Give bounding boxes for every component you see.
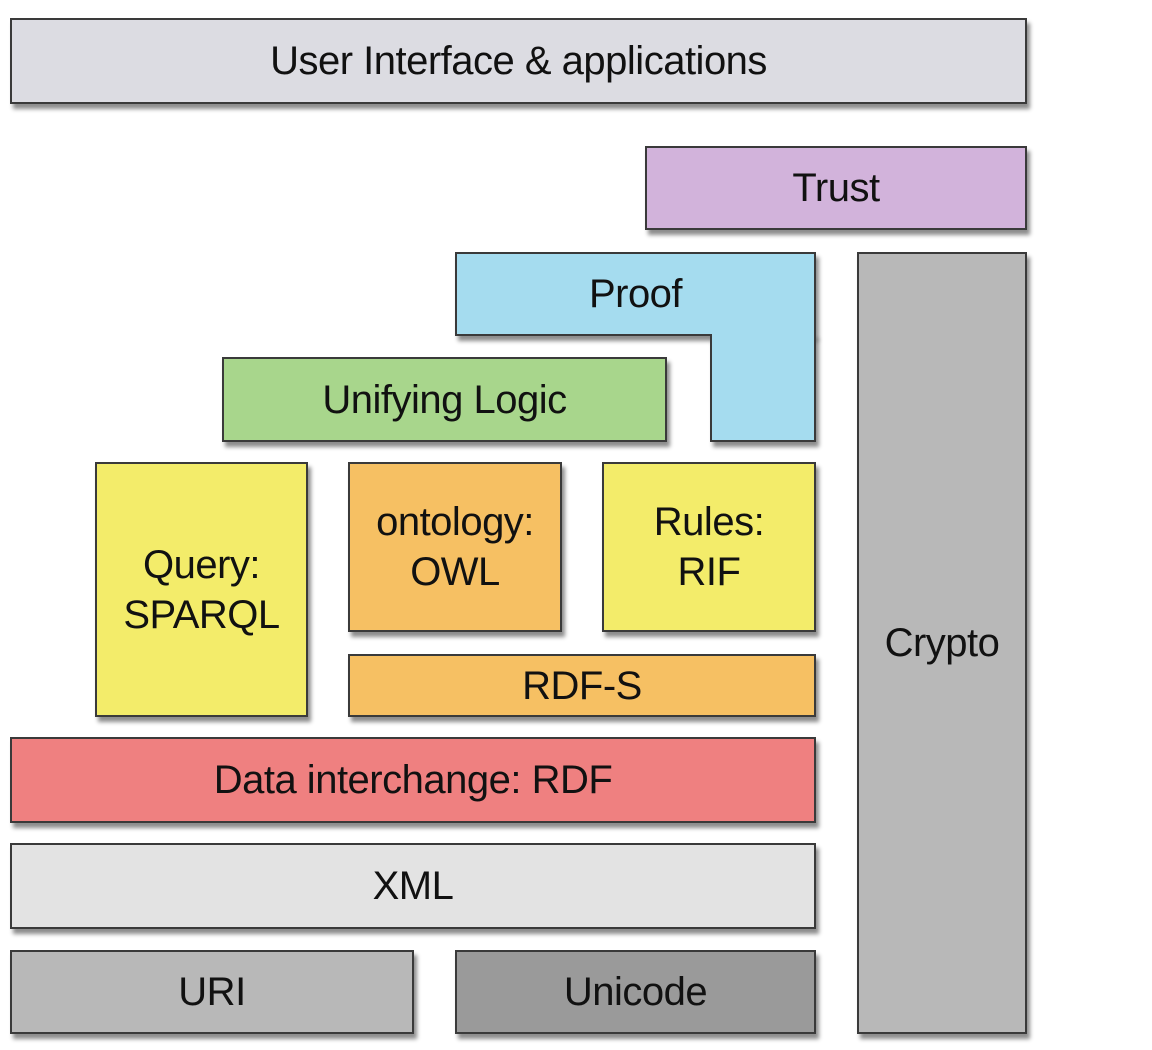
trust-label: Trust [792,166,880,210]
trust-layer: Trust [645,146,1027,230]
query-label-line2: SPARQL [123,592,280,637]
ui-applications-label: User Interface & applications [270,39,767,83]
crypto-label: Crypto [884,621,1000,665]
unifying-logic-label: Unifying Logic [322,377,567,422]
ontology-owl-layer: ontology: OWL [348,462,562,632]
unicode-label: Unicode [563,970,708,1014]
query-label-line1: Query: [142,542,261,587]
ontology-label-line1: ontology: [376,500,534,544]
unifying-logic-layer: Unifying Logic [222,357,667,442]
data-interchange-rdf-layer: Data interchange: RDF [10,737,816,823]
crypto-layer: Crypto [857,252,1027,1034]
rules-label-line2: RIF [677,550,741,594]
rules-label-line1: Rules: [653,500,765,544]
rdf-label: Data interchange: RDF [213,758,613,802]
uri-layer: URI [10,950,414,1034]
rdfs-layer: RDF-S [348,654,816,717]
proof-layer-extension [710,334,816,442]
ontology-label-line2: OWL [410,550,500,594]
unicode-layer: Unicode [455,950,816,1034]
query-sparql-layer: Query: SPARQL [95,462,308,717]
xml-label: XML [372,864,454,908]
rdfs-label: RDF-S [522,663,642,708]
rules-rif-layer: Rules: RIF [602,462,816,632]
ui-applications-layer: User Interface & applications [10,18,1027,104]
uri-label: URI [178,970,246,1014]
proof-layer: Proof [455,252,816,336]
xml-layer: XML [10,843,816,929]
proof-label: Proof [588,272,683,316]
